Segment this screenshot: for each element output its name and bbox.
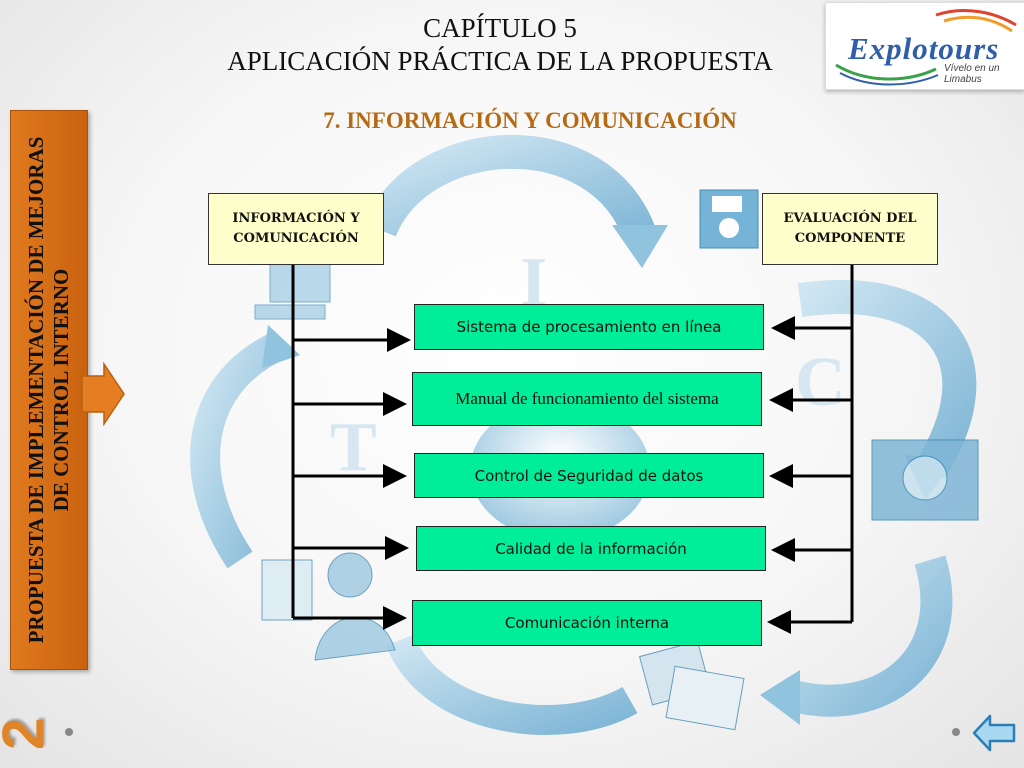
computer-icon [254, 261, 331, 320]
page-title: CAPÍTULO 5 APLICACIÓN PRÁCTICA DE LA PRO… [150, 12, 850, 78]
left-header-box: INFORMACIÓN Y COMUNICACIÓN [208, 193, 384, 265]
floppy-disk-icon [699, 189, 759, 249]
letter-c: C [795, 344, 846, 421]
item-internal-communication: Comunicación interna [412, 600, 762, 646]
chapter-label: CAPÍTULO 5 [423, 13, 577, 43]
chapter-title: APLICACIÓN PRÁCTICA DE LA PROPUESTA [227, 46, 773, 76]
return-arrow-icon[interactable] [972, 712, 1018, 754]
nav-dot-right [952, 728, 960, 736]
logo-swirl-graphic [835, 8, 1017, 86]
logo-name: Explotours [848, 31, 1000, 66]
item-online-processing: Sistema de procesamiento en línea [414, 304, 764, 350]
person-at-desk-icon [261, 552, 396, 661]
explotours-logo: Explotours Vívelo en un Limabus [825, 2, 1024, 90]
nav-dot-left [65, 728, 73, 736]
network-computers-icon [871, 439, 979, 521]
item-information-quality: Calidad de la información [416, 526, 766, 571]
item-data-security: Control de Seguridad de datos [414, 453, 764, 498]
section-title: 7. INFORMACIÓN Y COMUNICACIÓN [323, 108, 737, 133]
item-system-manual: Manual de funcionamiento del sistema [412, 372, 762, 426]
banner-arrow-icon [81, 362, 125, 426]
logo-tagline: Vívelo en un Limabus [944, 63, 1000, 85]
documents-icon [638, 640, 745, 731]
right-header-box: EVALUACIÓN DEL COMPONENTE [762, 193, 938, 265]
letter-t: T [330, 409, 377, 486]
side-banner: PROPUESTA DE IMPLEMENTACIÓN DE MEJORAS D… [10, 110, 88, 670]
